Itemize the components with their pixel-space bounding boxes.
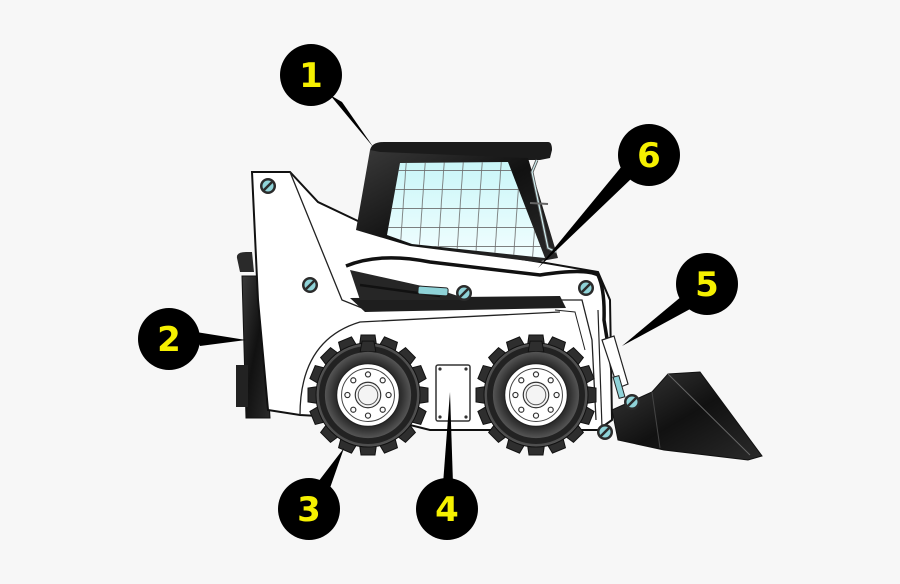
- callout-4: 4: [416, 392, 478, 540]
- callout-6: 6: [538, 124, 680, 268]
- callout-6-label: 6: [637, 136, 661, 176]
- callout-2: 2: [138, 308, 246, 370]
- front-wheel: [475, 334, 597, 456]
- callout-1-label: 1: [299, 56, 323, 96]
- callout-3-label: 3: [297, 490, 321, 530]
- lift-arm: [258, 176, 614, 371]
- tilt-cylinder: [597, 309, 629, 429]
- callout-3: 3: [278, 448, 344, 540]
- callout-1: 1: [280, 44, 374, 148]
- bucket: [595, 371, 763, 461]
- cab: [356, 142, 558, 262]
- callout-4-label: 4: [435, 490, 459, 530]
- side-access-panel: [435, 364, 471, 422]
- callout-5-label: 5: [695, 265, 719, 305]
- callout-2-label: 2: [157, 320, 181, 360]
- rear-wheel: [307, 334, 429, 456]
- callout-5: 5: [622, 253, 738, 346]
